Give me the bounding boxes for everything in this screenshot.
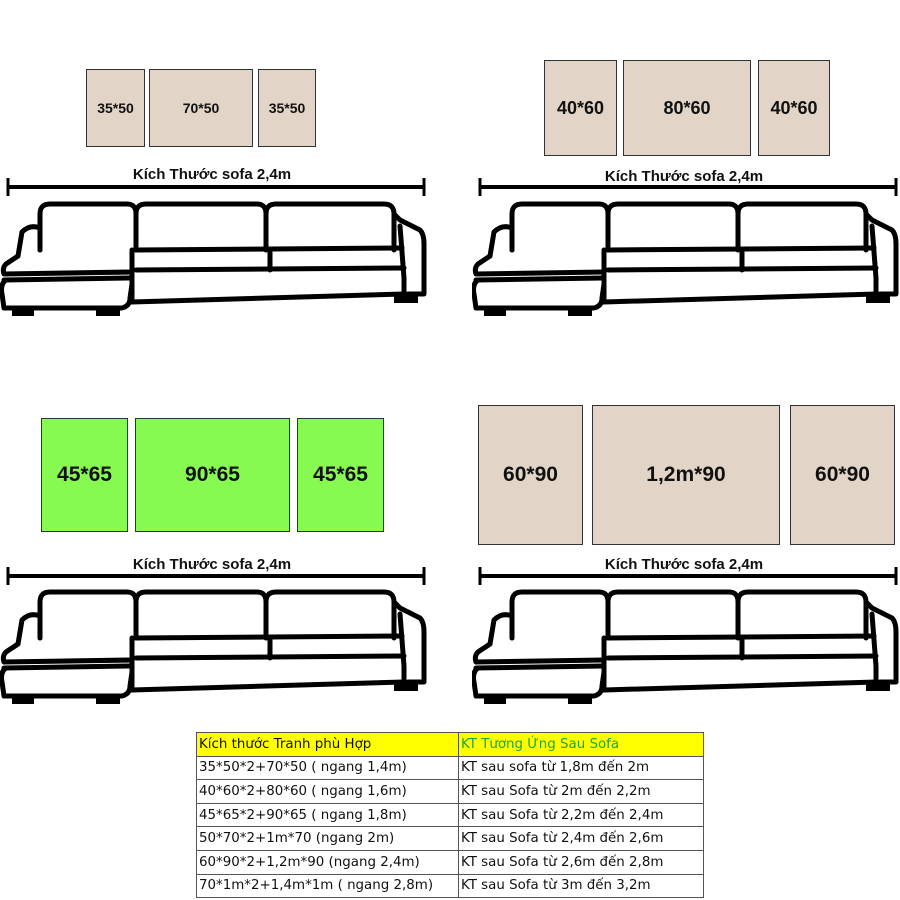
sofa-drawing <box>472 589 899 704</box>
dimension-line <box>6 178 426 196</box>
frame-right: 40*60 <box>758 60 830 156</box>
table-row: 60*90*2+1,2m*90 (ngang 2,4m) KT sau Sofa… <box>196 849 704 875</box>
table-cell: 35*50*2+70*50 ( ngang 1,4m) <box>196 755 459 781</box>
frame-center: 70*50 <box>149 69 253 147</box>
frame-left: 40*60 <box>544 60 617 156</box>
sofa-width-label: Kích Thước sofa 2,4m <box>132 166 292 183</box>
frame-right: 60*90 <box>790 405 895 545</box>
table-cell: KT sau Sofa từ 2,4m đến 2,6m <box>458 826 704 851</box>
table-header-cell: KT Tương Ứng Sau Sofa <box>458 732 704 757</box>
sofa-width-label: Kích Thước sofa 2,4m <box>132 556 292 573</box>
table-cell: 50*70*2+1m*70 (ngang 2m) <box>196 826 459 851</box>
sofa-drawing <box>472 201 899 316</box>
table-cell: 40*60*2+80*60 ( ngang 1,6m) <box>196 779 459 804</box>
sofa-drawing <box>0 201 427 316</box>
dimension-line <box>478 178 898 196</box>
table-row: 45*65*2+90*65 ( ngang 1,8m) KT sau Sofa … <box>196 802 704 828</box>
sofa-width-label: Kích Thước sofa 2,4m <box>604 168 764 185</box>
frame-left: 45*65 <box>41 418 128 532</box>
frame-center: 80*60 <box>623 60 751 156</box>
table-row: 35*50*2+70*50 ( ngang 1,4m) KT sau sofa … <box>196 755 704 781</box>
sofa-drawing <box>0 589 427 704</box>
frame-right: 45*65 <box>297 418 384 532</box>
table-cell: 70*1m*2+1,4m*1m ( ngang 2,8m) <box>196 873 459 899</box>
table-header-cell: Kích thước Tranh phù Hợp <box>196 732 459 757</box>
dimension-line <box>6 567 426 585</box>
frame-left: 35*50 <box>86 69 145 147</box>
table-header-row: Kích thước Tranh phù Hợp KT Tương Ứng Sa… <box>196 732 704 757</box>
table-cell: KT sau Sofa từ 3m đến 3,2m <box>458 873 704 899</box>
table-row: 50*70*2+1m*70 (ngang 2m) KT sau Sofa từ … <box>196 826 704 851</box>
frame-left: 60*90 <box>478 405 583 545</box>
table-cell: KT sau Sofa từ 2m đến 2,2m <box>458 779 704 804</box>
table-cell: KT sau Sofa từ 2,6m đến 2,8m <box>458 849 704 875</box>
table-cell: 60*90*2+1,2m*90 (ngang 2,4m) <box>196 849 459 875</box>
frame-right: 35*50 <box>258 69 316 147</box>
frame-center: 90*65 <box>135 418 290 532</box>
table-cell: 45*65*2+90*65 ( ngang 1,8m) <box>196 802 459 828</box>
frame-center: 1,2m*90 <box>592 405 780 545</box>
table-cell: KT sau Sofa từ 2,2m đến 2,4m <box>458 802 704 828</box>
size-table: Kích thước Tranh phù Hợp KT Tương Ứng Sa… <box>196 732 704 899</box>
sofa-width-label: Kích Thước sofa 2,4m <box>604 556 764 573</box>
table-cell: KT sau sofa từ 1,8m đến 2m <box>458 755 704 781</box>
table-row: 70*1m*2+1,4m*1m ( ngang 2,8m) KT sau Sof… <box>196 873 704 899</box>
table-row: 40*60*2+80*60 ( ngang 1,6m) KT sau Sofa … <box>196 779 704 804</box>
dimension-line <box>478 567 898 585</box>
